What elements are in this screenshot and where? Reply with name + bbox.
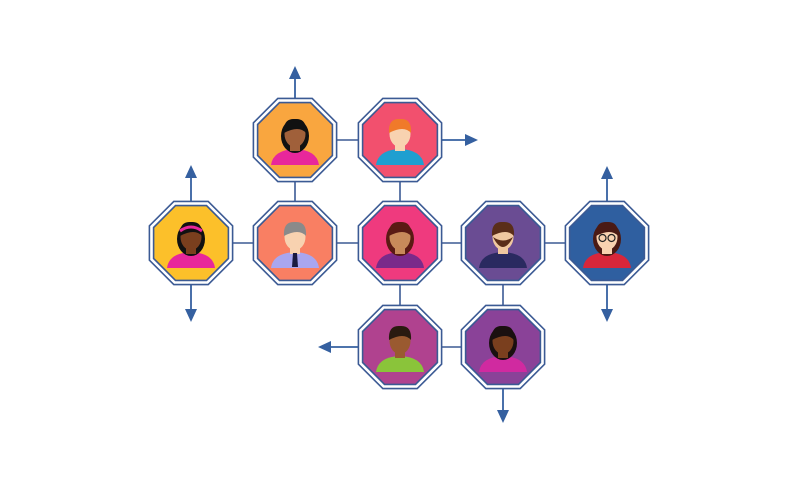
arrows xyxy=(185,66,613,423)
person-node-man-beard xyxy=(460,200,546,286)
avatar-icon xyxy=(479,221,527,268)
arrow-icon xyxy=(601,166,613,201)
person-node-woman-glasses xyxy=(564,200,650,286)
avatar-icon xyxy=(167,221,215,268)
person-node-woman-bun xyxy=(357,200,443,286)
avatar-icon xyxy=(376,118,424,165)
people-nodes xyxy=(148,97,650,390)
arrow-icon xyxy=(185,165,197,201)
arrow-icon xyxy=(497,389,509,423)
person-node-woman-headband xyxy=(148,200,234,286)
avatar-icon xyxy=(271,221,319,268)
avatar-icon xyxy=(376,221,424,268)
arrow-icon xyxy=(289,66,301,98)
arrow-icon xyxy=(318,341,358,353)
arrow-icon xyxy=(442,134,478,146)
arrow-icon xyxy=(601,285,613,322)
avatar-icon xyxy=(583,221,631,268)
arrow-icon xyxy=(185,285,197,322)
person-node-man-green-shirt xyxy=(357,304,443,390)
person-node-man-redhair xyxy=(357,97,443,183)
person-node-woman-ponytail xyxy=(252,97,338,183)
avatar-icon xyxy=(271,118,319,165)
avatar-icon xyxy=(376,325,424,372)
avatar-icon xyxy=(479,325,527,372)
person-node-woman-curly xyxy=(460,304,546,390)
person-node-man-grayhair-tie xyxy=(252,200,338,286)
